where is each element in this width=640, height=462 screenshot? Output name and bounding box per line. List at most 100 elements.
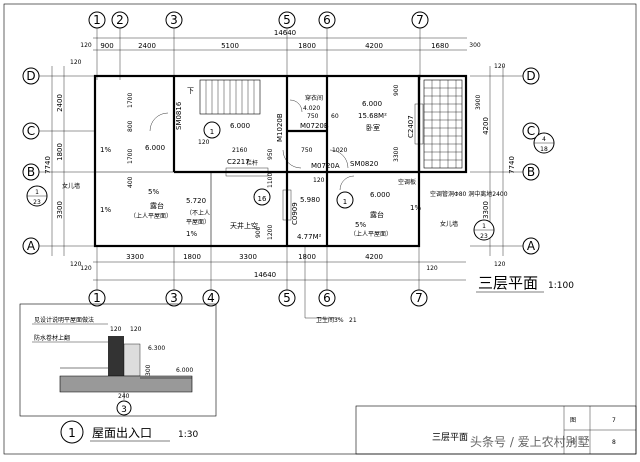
room-name-bedroom: 卧室 — [366, 123, 380, 132]
ref-number: 16 — [258, 195, 267, 203]
dim-text: 120 — [198, 139, 210, 146]
plan-title-text: 三层平面 — [478, 274, 538, 292]
bottom-axis-lines — [96, 246, 420, 319]
slope-text: 1% — [100, 146, 111, 154]
elevation-text: 6.000 — [230, 122, 250, 130]
bottom-axis-label: 6 — [323, 291, 331, 305]
left-axis-bubbles: D C B A — [22, 67, 40, 255]
room-note: （上人平屋面） — [130, 212, 172, 220]
left-axis-label: C — [27, 124, 35, 138]
bottom-axis-bubbles: 1 3 4 5 6 7 — [88, 289, 428, 307]
area-text: 15.68M² — [358, 112, 387, 120]
dim-text: 3300 — [56, 201, 64, 219]
dim-text: 120 — [313, 177, 325, 184]
dim-text: 7740 — [44, 156, 52, 174]
right-dimensions: 4200 3300 7740 120 120 — [482, 63, 516, 268]
top-axis-label: 6 — [323, 13, 331, 27]
ref-number: 4 — [542, 136, 546, 143]
stair-down-label: 下 — [187, 87, 194, 95]
dim-text: 4.020 — [303, 105, 320, 112]
roof-exit-detail: 120 120 6.300 300 6.000 240 见设计说明平屋面做法 防… — [19, 303, 217, 417]
top-dimensions: 14640 120 900 2400 5100 1800 4200 1680 3… — [80, 29, 481, 51]
title-block: 三层平面 图 号 7 8 头条号 / 爱上农村别墅 — [355, 405, 637, 455]
top-axis-label: 1 — [93, 13, 101, 27]
top-axis-lines — [96, 28, 421, 80]
door-code-sm0820: SM0820 — [350, 160, 378, 168]
bottom-dimensions: 3300 1800 3300 1800 4200 14640 120 120 — [80, 253, 466, 281]
elevation-text: 6.000 — [370, 191, 390, 199]
ref-number: 1 — [35, 189, 39, 196]
dim-text: 3300 — [393, 147, 400, 162]
room-name-terrace: 露台 — [150, 201, 164, 210]
top-axis-bubbles: 1 2 3 5 6 7 — [88, 11, 429, 29]
elevation-text: 5.980 — [300, 196, 320, 204]
dim-text: 1800 — [183, 253, 201, 261]
dim-text: 120 — [426, 265, 438, 272]
elevation-text: 6.000 — [362, 100, 382, 108]
room-note: （不上人 — [186, 209, 210, 217]
room-labels: SM0816 M1020B M0720B M0720A SM0820 C2217… — [62, 84, 508, 241]
dim-text: 1680 — [431, 42, 449, 50]
room-name-wardrobe: 穿衣间 — [305, 94, 323, 102]
detail-note: 防水卷材上翻 — [34, 334, 70, 342]
dim-text: 120 — [494, 261, 506, 268]
dim-text: 120 — [80, 265, 92, 272]
bottom-axis-label: 1 — [93, 291, 101, 305]
dim-text: 60 — [331, 113, 339, 120]
left-axis-label: B — [27, 165, 35, 179]
left-axis-label: A — [27, 239, 36, 253]
titleblock-sheet-name: 三层平面 — [432, 432, 468, 443]
top-total-dim: 14640 — [274, 29, 296, 37]
dim-text: 1800 — [298, 253, 316, 261]
dim-text: 300 — [469, 42, 481, 49]
section-refs: 1 16 1 1 23 4 18 1 23 — [26, 121, 555, 241]
dim-text: 120 — [70, 261, 82, 268]
detail-note: 见设计说明平屋面做法 — [34, 316, 94, 324]
sheet-border — [3, 3, 637, 455]
door-code-m0720b: M0720B — [300, 122, 329, 130]
parapet-label: 女儿墙 — [440, 220, 458, 228]
titleblock-label: 图 — [570, 417, 576, 424]
wc-note: 卫生间3% — [316, 316, 344, 324]
ac-plate-label: 空调板 — [398, 178, 416, 186]
slope-text: 1% — [100, 206, 111, 214]
room-name-terrace: 露台 — [370, 210, 384, 219]
left-axis-lines — [39, 66, 95, 256]
dim-text: 5100 — [221, 42, 239, 50]
dim-text: 750 — [301, 147, 313, 154]
detail-number: 1 — [68, 426, 76, 440]
area-text: 4.77M² — [297, 233, 322, 241]
dim-text: 3900 — [475, 95, 482, 110]
left-axis-label: D — [26, 69, 35, 83]
plan-scale-text: 1:100 — [548, 281, 574, 291]
ac-note: 空调管洞Φ80 洞中离地2400 — [430, 190, 508, 198]
elevation-text: 5.720 — [186, 197, 206, 205]
dim-text: 4200 — [365, 42, 383, 50]
watermark-text: 头条号 / 爱上农村别墅 — [470, 435, 590, 449]
dim-text: 750 — [307, 113, 319, 120]
dim-text: 950 — [267, 148, 274, 160]
plan-title: 三层平面 1:100 — [476, 274, 574, 293]
ref-number: 23 — [480, 233, 488, 240]
dim-text: 120 — [80, 42, 92, 49]
dim-text: 4200 — [482, 117, 490, 135]
door-swings — [149, 99, 355, 191]
room-note: 平屋面） — [186, 219, 210, 226]
dim-text: 2400 — [56, 94, 64, 112]
top-axis-label: 7 — [416, 13, 424, 27]
dim-text: 1700 — [127, 149, 134, 164]
dim-text: 4200 — [365, 253, 383, 261]
dim-text: 6.000 — [176, 367, 193, 374]
right-axis-lines — [470, 66, 523, 256]
slope-text: 1% — [186, 230, 197, 238]
detail-scale: 1:30 — [178, 430, 198, 440]
dim-text: 900 — [255, 226, 262, 238]
dim-text: 1800 — [298, 42, 316, 50]
dim-text: 7740 — [508, 156, 516, 174]
right-axis-label: D — [526, 69, 535, 83]
stair-flight: 下 — [187, 79, 261, 115]
bottom-axis-label: 4 — [207, 291, 215, 305]
room-name-patio: 天井上空 — [230, 221, 258, 230]
right-axis-bubbles: D C B A — [522, 67, 540, 255]
